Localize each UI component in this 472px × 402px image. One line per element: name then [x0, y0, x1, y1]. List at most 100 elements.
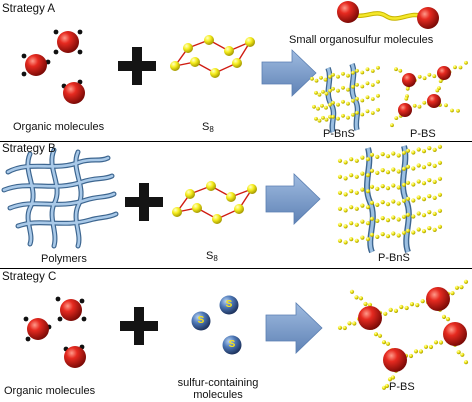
sulfur-bead [428, 344, 434, 350]
plus-sign [120, 307, 158, 345]
sulfur-bead [346, 87, 350, 92]
plus-sign [118, 47, 156, 85]
sulfur-bead [314, 78, 319, 83]
sulfur-bead [320, 103, 324, 108]
sulfur-bead [365, 157, 371, 162]
sulfur-bead [343, 160, 348, 165]
sulfur-bead [385, 341, 391, 346]
sulfur-bead [394, 116, 399, 120]
sulfur-bead [317, 92, 322, 97]
sulfur-bead [376, 65, 380, 70]
sulfur-bead [343, 224, 348, 229]
strategy-a-graphics [21, 1, 468, 133]
sulfur-containing-label-line1: sulfur-containing [177, 377, 259, 389]
sulfur-bead [331, 72, 335, 77]
sulfur-bead [388, 307, 393, 312]
sulfur-bead [328, 74, 332, 79]
sulfur-bead [390, 123, 394, 128]
sulfur-bead [370, 97, 375, 101]
sulfur-bead [459, 285, 464, 290]
sulfur-bead [456, 350, 461, 355]
sulfur-bead [396, 169, 401, 174]
sulfur-bead [354, 222, 359, 227]
divider-b-c [0, 268, 472, 269]
sulfur-bead [401, 182, 407, 187]
sulfur-bead [421, 229, 427, 234]
sulfur-bead [417, 74, 422, 79]
reaction-arrow-c [265, 302, 323, 354]
sulfur-bead [365, 67, 370, 72]
sulfur-bead [317, 118, 322, 123]
sulfur-bead [411, 166, 416, 171]
sulfur-bead [336, 102, 340, 107]
sulfur-bead [346, 73, 350, 78]
sulfur-bead [460, 352, 465, 357]
sulfur-bead [401, 150, 407, 155]
sulfur-bead [464, 60, 468, 65]
p-bs-structure-a [390, 60, 468, 128]
sulfur-bead [421, 197, 427, 202]
sulfur-bead [432, 227, 437, 232]
sulfur-bead [365, 221, 371, 226]
sulfur-bead [352, 321, 357, 326]
s8-label-b: S8 [206, 250, 218, 263]
sulfur-bead [421, 181, 427, 186]
sulfur-bead [432, 163, 437, 168]
sulfur-bead [411, 198, 416, 203]
sulfur-bead [331, 114, 335, 119]
sulfur-bead [363, 301, 368, 307]
sulfur-bead [314, 90, 318, 95]
sulfur-bead [349, 157, 354, 162]
sulfur-bead [396, 233, 401, 238]
sulfur-bead [375, 170, 380, 175]
p-bs-structure-c [337, 279, 469, 390]
sulfur-bead [331, 86, 335, 91]
sulfur-bead [328, 114, 332, 119]
sulfur-bead [422, 100, 427, 105]
sulfur-bead [324, 105, 328, 110]
sulfur-bead [376, 107, 380, 112]
sulfur-bead [365, 237, 371, 242]
sulfur-bead [437, 176, 443, 181]
sulfur-bead [416, 179, 421, 184]
sulfur-bead [396, 217, 401, 222]
sulfur-ball-letter: S [197, 315, 205, 326]
sulfur-bead [437, 144, 443, 149]
sulfur-bead [360, 155, 365, 160]
sulfur-bead [373, 332, 379, 337]
sulfur-bead [380, 152, 385, 157]
sulfur-bead [387, 377, 393, 382]
sulfur-bead [381, 385, 387, 390]
sulfur-containing-label-line2: molecules [193, 389, 243, 401]
sulfur-bead [337, 238, 343, 243]
sulfur-bead [346, 115, 350, 120]
sulfur-bead [351, 98, 355, 103]
sulfur-bead [360, 235, 365, 240]
s8-ring [170, 35, 255, 78]
sulfur-bead [328, 102, 332, 107]
sulfur-bead [380, 200, 385, 205]
sulfur-bead [349, 221, 354, 226]
sulfur-bead [337, 222, 343, 227]
sulfur-bead [405, 212, 411, 217]
sulfur-bead [360, 171, 365, 176]
sulfur-bead [380, 232, 385, 237]
sulfur-bead [396, 185, 401, 190]
sulfur-bead [405, 86, 410, 91]
sulfur-bead [401, 198, 407, 203]
sulfur-bead [314, 116, 318, 121]
p-bs-label-c: P-BS [389, 381, 415, 393]
strategy-c-title: Strategy C [2, 271, 57, 283]
sulfur-bead [423, 344, 429, 349]
p-bns-label-a: P-BnS [323, 128, 355, 140]
sulfur-bead [365, 81, 370, 86]
sulfur-bead [411, 182, 416, 187]
sulfur-bead [450, 108, 454, 113]
sulfur-bead [337, 190, 343, 195]
sulfur-bead [370, 83, 375, 87]
polymer-network [1, 147, 119, 249]
sulfur-bead [369, 232, 375, 237]
sulfur-bead [347, 321, 352, 326]
sulfur-bead [427, 162, 432, 167]
sulfur-bead [394, 67, 398, 72]
